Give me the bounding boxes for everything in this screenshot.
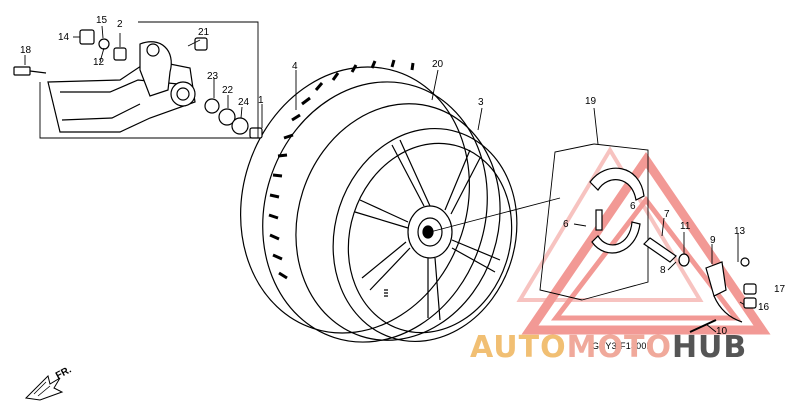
callout-13: 13 (734, 226, 746, 237)
watermark-part-auto: AUTO (470, 330, 567, 365)
watermark-text: AUTOMOTOHUB (470, 330, 747, 365)
callout-22: 22 (222, 85, 234, 96)
callout-15: 15 (96, 15, 108, 26)
callout-20: 20 (432, 59, 444, 70)
tire (240, 59, 501, 343)
callout-11: 11 (680, 221, 691, 232)
callout-21: 21 (198, 27, 210, 38)
callout-2: 2 (117, 19, 123, 30)
callout-24: 24 (238, 97, 250, 108)
diagram-reference-code: GBY3-F1300B (592, 341, 653, 351)
callout-10: 10 (716, 326, 728, 337)
callout-9: 9 (710, 235, 716, 246)
wheel-rim (332, 127, 518, 343)
callout-4: 4 (292, 61, 298, 72)
callout-16: 16 (758, 302, 770, 313)
callout-14: 14 (58, 32, 70, 43)
callout-6-upper: 6 (630, 201, 636, 212)
callout-6-lower: 6 (563, 219, 569, 230)
callout-3: 3 (478, 97, 484, 108)
watermark-logo-triangle (516, 146, 771, 335)
callout-18: 18 (20, 45, 32, 56)
callout-1: 1 (258, 95, 264, 106)
callout-7: 7 (664, 209, 670, 220)
callout-12: 12 (93, 57, 105, 68)
swing-arm (47, 41, 196, 133)
brake-shoe-assembly (589, 167, 757, 333)
watermark-part-moto: MOTO (566, 330, 672, 365)
callout-17: 17 (774, 284, 786, 295)
leader-lines (24, 21, 755, 333)
callout-19: 19 (585, 96, 597, 107)
callout-8: 8 (660, 265, 666, 276)
front-direction-arrow (24, 375, 64, 401)
watermark-part-hub: HUB (671, 330, 748, 365)
callout-23: 23 (207, 71, 219, 82)
